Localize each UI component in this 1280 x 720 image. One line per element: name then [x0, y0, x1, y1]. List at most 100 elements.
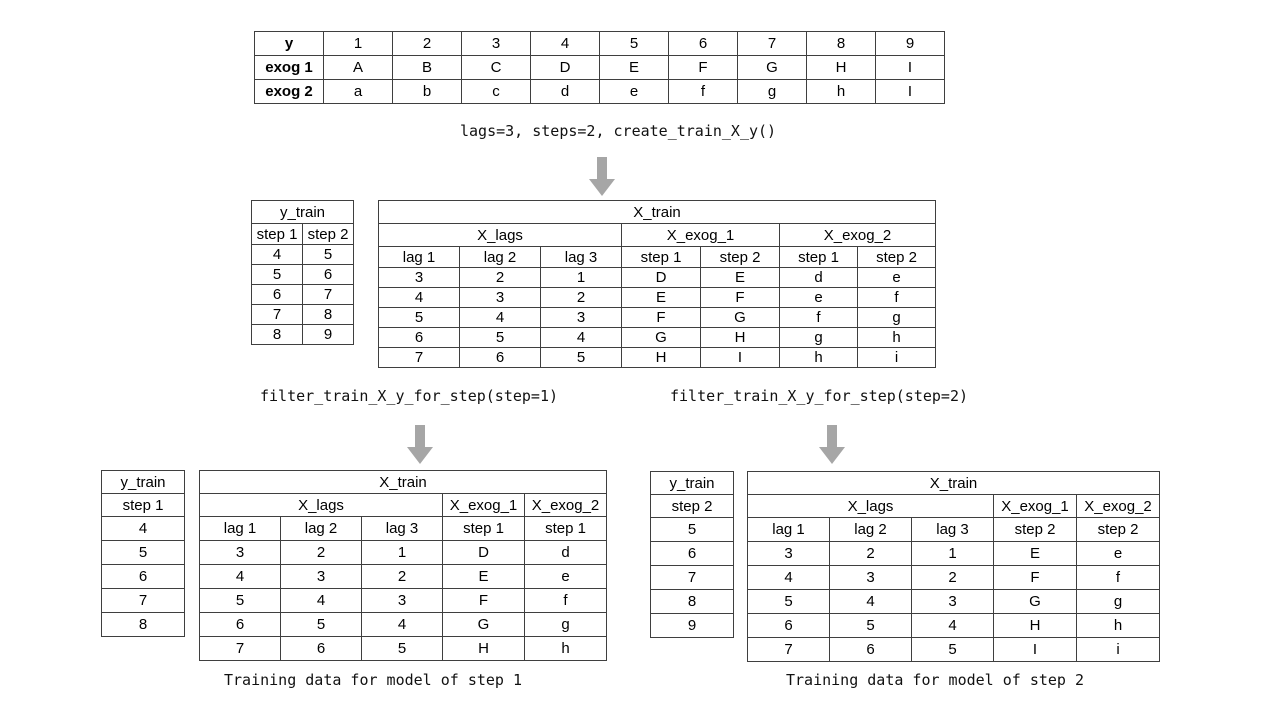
middle-x-train-body: X_train X_lags X_exog_1 X_exog_2 lag 1 l…	[378, 200, 936, 368]
cell: 9	[302, 324, 354, 345]
cell: 7	[251, 304, 303, 325]
cell: 4	[251, 244, 303, 265]
cell: 5	[540, 347, 622, 368]
table-row: 6	[101, 564, 185, 589]
group-header-x-exog-1: X_exog_1	[442, 493, 525, 517]
cell: D	[621, 267, 701, 288]
cell: 8	[251, 324, 303, 345]
bottom-right-y-train-title: y_train	[650, 471, 734, 495]
table-row: 6 5 4 H h	[747, 613, 1160, 638]
table-row: 7	[650, 565, 734, 590]
cell: E	[442, 564, 525, 589]
arrow-shaft	[827, 425, 837, 449]
cell: 3	[747, 541, 830, 566]
cell: H	[442, 636, 525, 661]
cell: 3	[378, 267, 460, 288]
column-header: lag 1	[747, 517, 830, 542]
middle-x-train-container: X_train X_lags X_exog_1 X_exog_2 lag 1 l…	[378, 200, 936, 368]
table-row: X_train	[378, 200, 936, 224]
caption-filter-step-2: filter_train_X_y_for_step(step=2)	[670, 387, 969, 405]
cell: 2	[540, 287, 622, 308]
source-row-label-exog1: exog 1	[254, 55, 324, 80]
group-header-x-lags: X_lags	[747, 494, 994, 518]
group-header-x-exog-2: X_exog_2	[1076, 494, 1160, 518]
group-header-x-exog-1: X_exog_1	[993, 494, 1077, 518]
cell: F	[993, 565, 1077, 590]
cell: E	[993, 541, 1077, 566]
cell: 1	[540, 267, 622, 288]
cell: C	[461, 55, 531, 80]
bottom-right-x-train-body: X_train X_lags X_exog_1 X_exog_2 lag 1 l…	[747, 471, 1160, 662]
cell: E	[700, 267, 780, 288]
cell: H	[806, 55, 876, 80]
arrow-head	[589, 179, 615, 196]
table-row: exog 1 A B C D E F G H I	[254, 55, 945, 80]
cell: I	[875, 79, 945, 104]
cell: b	[392, 79, 462, 104]
column-header: lag 1	[378, 246, 460, 268]
cell: 4	[540, 327, 622, 348]
cell: 7	[101, 588, 185, 613]
cell: 3	[280, 564, 362, 589]
cell: d	[779, 267, 858, 288]
cell: 8	[806, 31, 876, 56]
cell: g	[779, 327, 858, 348]
group-header-x-exog-2: X_exog_2	[524, 493, 607, 517]
cell: 1	[911, 541, 994, 566]
group-header-x-lags: X_lags	[199, 493, 443, 517]
table-row: exog 2 a b c d e f g h I	[254, 79, 945, 104]
table-row: y_train	[101, 470, 185, 494]
cell: 5	[378, 307, 460, 328]
table-row: 7 6 5 H h	[199, 636, 607, 661]
table-row: y_train	[650, 471, 734, 495]
table-row: 5 4 3 F f	[199, 588, 607, 613]
column-header: lag 3	[540, 246, 622, 268]
table-row: 4 5	[251, 244, 354, 265]
table-row: 4 3 2 E F e f	[378, 287, 936, 308]
table-row: lag 1 lag 2 lag 3 step 2 step 2	[747, 517, 1160, 542]
bottom-left-y-train-container: y_train step 1 4 5 6 7 8	[101, 470, 185, 637]
cell: 7	[650, 565, 734, 590]
cell: d	[524, 540, 607, 565]
table-row: 3 2 1 D d	[199, 540, 607, 565]
cell: 7	[199, 636, 281, 661]
cell: g	[857, 307, 936, 328]
cell: 3	[199, 540, 281, 565]
caption-filter-step-1: filter_train_X_y_for_step(step=1)	[260, 387, 559, 405]
cell: i	[1076, 637, 1160, 662]
cell: f	[668, 79, 738, 104]
cell: 8	[101, 612, 185, 637]
bottom-right-x-train-title: X_train	[747, 471, 1160, 495]
caption-training-data-step-2: Training data for model of step 2	[786, 671, 1085, 689]
cell: 6	[251, 284, 303, 305]
cell: 5	[251, 264, 303, 285]
middle-y-train-title: y_train	[251, 200, 354, 224]
cell: e	[779, 287, 858, 308]
column-header: step 1	[621, 246, 701, 268]
cell: 2	[361, 564, 443, 589]
table-row: X_lags X_exog_1 X_exog_2	[747, 494, 1160, 518]
table-row: 5	[101, 540, 185, 565]
cell: i	[857, 347, 936, 368]
bottom-right-y-train-container: y_train step 2 5 6 7 8 9	[650, 471, 734, 638]
cell: 6	[747, 613, 830, 638]
cell: 3	[829, 565, 912, 590]
table-row: 7 8	[251, 304, 354, 325]
cell: h	[779, 347, 858, 368]
table-row: 8 9	[251, 324, 354, 345]
cell: f	[779, 307, 858, 328]
cell: G	[442, 612, 525, 637]
cell: f	[524, 588, 607, 613]
source-table: y 1 2 3 4 5 6 7 8 9 exog 1 A B C D E F G…	[254, 31, 945, 104]
table-row: 6 5 4 G g	[199, 612, 607, 637]
source-row-label-y: y	[254, 31, 324, 56]
column-header: step 2	[857, 246, 936, 268]
cell: B	[392, 55, 462, 80]
cell: 1	[361, 540, 443, 565]
cell: 6	[650, 541, 734, 566]
cell: e	[524, 564, 607, 589]
cell: a	[323, 79, 393, 104]
cell: 6	[199, 612, 281, 637]
table-row: 9	[650, 613, 734, 638]
cell: 3	[459, 287, 541, 308]
